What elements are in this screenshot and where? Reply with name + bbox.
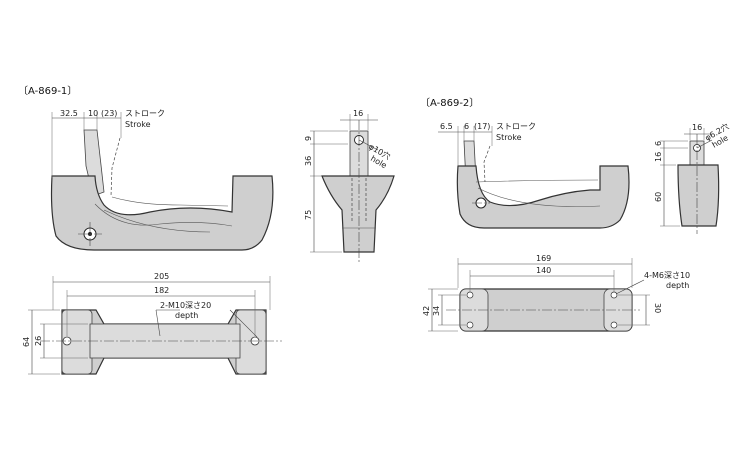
a1-top-edge: [111, 196, 229, 207]
a1-end-dim-75: 75: [304, 210, 313, 220]
a1-end-dim-9: 9: [304, 136, 313, 141]
a1-stroke-jp: ストローク: [125, 109, 165, 118]
a2-plan-dim-42: 42: [422, 306, 431, 316]
a1-end-view: 16 9 36 75 φ10穴 hole: [304, 109, 395, 262]
a1-dim-32-5: 32.5: [60, 109, 78, 118]
a2-end-body: [677, 164, 720, 227]
a2-stroke-path: [483, 145, 491, 183]
a1-dim-10: 10: [88, 109, 98, 118]
a2-dim-6-5: 6.5: [440, 122, 453, 131]
a1-inner-edge: [94, 203, 233, 227]
a2-end-dim-6: 6: [654, 141, 663, 146]
a2-end-view: 16 6 16 60 φ6.2穴 hole: [654, 121, 731, 234]
a1-plan-dim-182: 182: [154, 286, 169, 295]
a1-title: 〔A-869-1〕: [18, 85, 77, 97]
a1-thread-jp: 2-M10深さ20: [160, 301, 211, 310]
a1-handle-body: [50, 175, 274, 251]
a2-plan-dim-169: 169: [536, 254, 551, 263]
a2-end-dim-60: 60: [654, 192, 663, 202]
a2-stroke-en: Stroke: [496, 133, 522, 142]
a1-side-view: 32.5 10 (23) ストローク Stroke: [50, 109, 274, 251]
a2-handle-body: [456, 165, 630, 229]
a1-plan-view: 205 182 2-M10深さ20 depth 64 26: [22, 272, 282, 375]
a2-thread-en: depth: [666, 281, 689, 290]
a2-title: 〔A-869-2〕: [420, 97, 479, 109]
a2-top-edge: [475, 179, 599, 183]
a1-plan-dim-64: 64: [22, 337, 31, 347]
a1-plan-dim-26: 26: [34, 336, 43, 346]
a2-plan-dim-30: 30: [653, 303, 662, 313]
a1-dim-23: (23): [101, 109, 117, 118]
a2-stroke-jp: ストローク: [496, 122, 536, 131]
a2-plan-dim-34: 34: [432, 306, 441, 316]
a1-end-dim-36: 36: [304, 156, 313, 166]
a2-dim-6: 6: [464, 122, 469, 131]
a1-thread-en: depth: [175, 311, 198, 320]
a2-end-dim-16b: 16: [654, 152, 663, 162]
a1-stroke-path: [110, 137, 121, 197]
a1-curve-edge: [103, 209, 211, 233]
a1-end-dim-16: 16: [353, 109, 363, 118]
a1-stroke-en: Stroke: [125, 120, 151, 129]
a2-end-dim-16: 16: [692, 123, 702, 132]
a2-thread-jp: 4-M6深さ10: [644, 271, 690, 280]
a2-inner-edge: [477, 187, 601, 207]
a1-plan-dim-205: 205: [154, 272, 169, 281]
a2-dim-17: (17): [474, 122, 490, 131]
a2-plan-dim-140: 140: [536, 266, 551, 275]
a2-side-view: 6.5 6 (17) ストローク Stroke: [438, 122, 630, 229]
a1-end-body: [321, 175, 395, 253]
a2-plan-view: 169 140 4-M6深さ10 depth 42 34 30: [422, 254, 690, 332]
